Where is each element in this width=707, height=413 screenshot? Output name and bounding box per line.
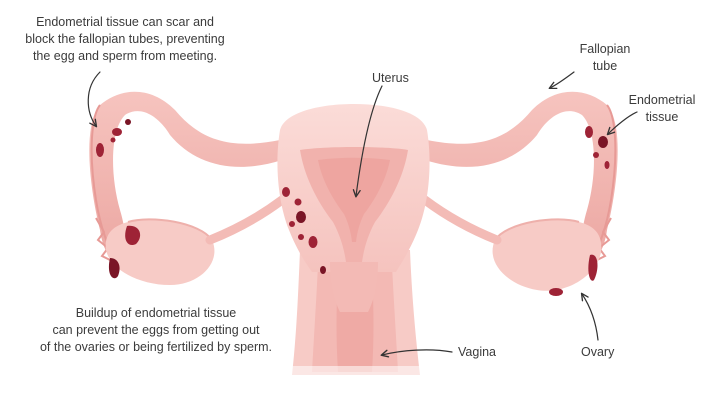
scarring-note-line-3: the egg and sperm from meeting.: [32, 49, 218, 63]
arrow-vagina: [380, 349, 453, 358]
uterus-label: Uterus: [372, 71, 409, 85]
arrow-ovary: [580, 292, 599, 341]
endometrial-tissue-label: Endometrial tissue: [622, 92, 702, 126]
scarring-note: Endometrial tissue can scar and block th…: [10, 14, 240, 65]
buildup-note-line-3: of the ovaries or being fertilized by sp…: [39, 340, 273, 354]
arrow-top-left-note: [87, 71, 101, 128]
buildup-note: Buildup of endometrial tissue can preven…: [10, 305, 302, 356]
arrow-uterus: [352, 85, 383, 198]
uterus-shape: [277, 104, 430, 312]
ovary-label: Ovary: [581, 345, 615, 359]
left-ovary: [105, 218, 215, 285]
leader-arrows: [87, 71, 638, 358]
scarring-note-line-2: block the fallopian tubes, preventing: [25, 32, 225, 46]
fallopian-tube-label-line-1: Fallopian: [579, 42, 631, 56]
fallopian-tube-label: Fallopian tube: [570, 41, 640, 75]
endometrial-lesions: [96, 119, 610, 296]
scarring-note-line-1: Endometrial tissue can scar and: [36, 15, 214, 29]
right-ovary: [492, 218, 602, 291]
arrow-endometrial-tissue: [606, 111, 638, 136]
buildup-note-line-2: can prevent the eggs from getting out: [52, 323, 260, 337]
fallopian-tube-label-line-2: tube: [592, 59, 618, 73]
arrow-fallopian-tube: [548, 71, 575, 90]
endometrial-tissue-label-line-2: tissue: [645, 110, 679, 124]
vagina-label: Vagina: [458, 345, 496, 359]
buildup-note-line-1: Buildup of endometrial tissue: [75, 306, 237, 320]
endometrial-tissue-label-line-1: Endometrial: [628, 93, 696, 107]
